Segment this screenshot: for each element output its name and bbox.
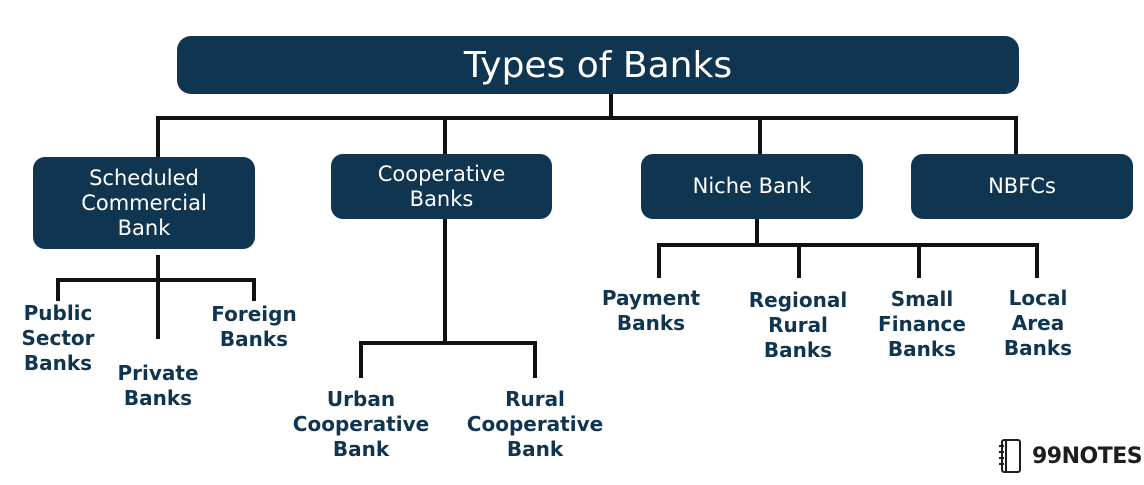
leaf-foreign-banks: Foreign Banks	[211, 302, 297, 351]
leaf-rural-cooperative-bank: Rural Cooperative Bank	[466, 387, 604, 461]
category-box-scheduled-commercial: Scheduled Commercial Bank	[33, 157, 255, 249]
category-box-nbfcs: NBFCs	[911, 154, 1133, 219]
category-label: Cooperative Banks	[377, 161, 506, 211]
leaf-urban-cooperative-bank: Urban Cooperative Bank	[292, 387, 430, 461]
leaf-payment-banks: Payment Banks	[601, 286, 701, 335]
title-box: Types of Banks	[177, 36, 1019, 94]
category-box-cooperative: Cooperative Banks	[331, 154, 552, 219]
category-box-niche: Niche Bank	[641, 154, 863, 219]
notebook-icon	[999, 439, 1021, 473]
brand-logo-text: 99NOTES	[1032, 443, 1143, 469]
leaf-private-banks: Private Banks	[117, 361, 199, 410]
category-label: Scheduled Commercial Bank	[81, 165, 207, 240]
brand-logo: 99NOTES	[998, 438, 1143, 474]
leaf-local-area-banks: Local Area Banks	[1003, 286, 1073, 360]
leaf-regional-rural-banks: Regional Rural Banks	[748, 288, 848, 362]
leaf-public-sector-banks: Public Sector Banks	[21, 301, 95, 375]
leaf-small-finance-banks: Small Finance Banks	[878, 287, 966, 361]
category-label: NBFCs	[988, 174, 1056, 198]
page-title: Types of Banks	[463, 44, 733, 86]
category-label: Niche Bank	[692, 174, 812, 198]
